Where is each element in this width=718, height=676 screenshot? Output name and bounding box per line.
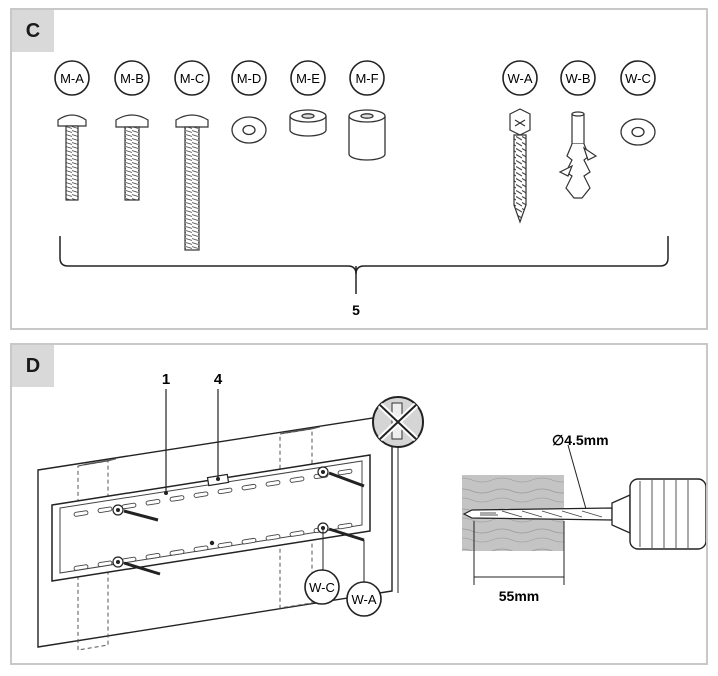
mounting-plate: [51, 454, 371, 582]
plate-slot: [169, 549, 185, 556]
code-m-e: M-E: [296, 71, 320, 86]
plate-bolt-upper-right: [317, 466, 365, 488]
spacer-m-f-icon: [348, 109, 386, 161]
hardware-kit-illustration: M-A M-B M-C M-D M-E M-F W-A W-B: [54, 60, 669, 318]
bolt-m-b-icon: [115, 114, 149, 201]
plate-slots: [73, 468, 353, 571]
code-m-b: M-B: [120, 71, 144, 86]
code-m-f: M-F: [355, 71, 378, 86]
bracket-label: 5: [352, 302, 360, 318]
wall-mount-illustration: 1 4 W-C W-A: [37, 371, 706, 651]
plate-slot: [145, 498, 161, 506]
svg-text:W-C: W-C: [309, 580, 335, 595]
wall-stud-left: [77, 458, 117, 651]
code-circle-w-a: W-A: [502, 60, 538, 96]
plate-slot: [265, 534, 281, 541]
callout-w-a: W-A: [346, 581, 382, 617]
code-m-d: M-D: [237, 71, 262, 86]
plate-slot: [217, 541, 233, 549]
plate-slot: [169, 495, 185, 502]
code-circle-m-a: M-A: [54, 60, 90, 96]
code-circle-m-f: M-F: [349, 60, 385, 96]
plate-slot: [145, 552, 161, 560]
code-circle-w-c: W-C: [620, 60, 656, 96]
spacer-m-e-icon: [289, 109, 327, 137]
drill-inset: ∅4.5mm 55mm: [462, 432, 706, 604]
plate-slot: [193, 545, 209, 552]
grouping-bracket: [59, 236, 669, 275]
wall-anchor-w-b-icon: [558, 111, 598, 199]
plate-slot: [97, 506, 113, 513]
plate-slot: [73, 510, 89, 517]
callout-1: 1: [162, 371, 170, 388]
code-circle-m-c: M-C: [174, 60, 210, 96]
bolt-m-a-icon: [57, 114, 87, 201]
callout-4: 4: [214, 371, 223, 388]
code-m-a: M-A: [60, 71, 84, 86]
panel-d-label: D: [12, 345, 54, 387]
drill-depth-label: 55mm: [499, 588, 539, 604]
plate-bolt-upper-left: [112, 504, 159, 522]
plate-slot: [337, 522, 353, 530]
plate-bolt-lower-left: [112, 556, 161, 576]
plate-slot: [265, 480, 281, 487]
code-circle-w-b: W-B: [560, 60, 596, 96]
code-m-c: M-C: [180, 71, 205, 86]
plate-slot: [97, 560, 113, 567]
plate-slot: [193, 491, 209, 498]
plate-slot: [337, 468, 353, 476]
drill-diameter-label: ∅4.5mm: [552, 432, 609, 448]
plate-slot: [289, 530, 305, 537]
code-circle-m-b: M-B: [114, 60, 150, 96]
callout-w-c: W-C: [304, 569, 340, 605]
no-drywall-anchor-icon: [372, 396, 424, 448]
code-w-c: W-C: [625, 71, 651, 86]
code-circle-m-e: M-E: [290, 60, 326, 96]
code-w-b: W-B: [565, 71, 590, 86]
plate-center-hole: [209, 540, 215, 546]
plate-slot: [241, 483, 257, 491]
drill-chuck-icon: [611, 478, 706, 550]
drill-bit-icon: [462, 507, 613, 521]
wall-stud-right: [279, 426, 321, 609]
svg-text:W-A: W-A: [351, 592, 376, 607]
lag-screw-w-a-icon: [509, 108, 531, 224]
panel-c-label: C: [12, 10, 54, 52]
bolt-m-c-icon: [175, 114, 209, 251]
washer-m-d-icon: [231, 116, 267, 144]
plate-slot: [217, 487, 233, 495]
washer-w-c-icon: [620, 118, 656, 146]
panel-d: D: [10, 343, 708, 665]
code-w-a: W-A: [507, 71, 532, 86]
code-circle-m-d: M-D: [231, 60, 267, 96]
panel-c: C M-A M-B M-C M-D: [10, 8, 708, 330]
plate-slot: [73, 564, 89, 571]
plate-slot: [241, 537, 257, 545]
plate-slot: [289, 476, 305, 483]
